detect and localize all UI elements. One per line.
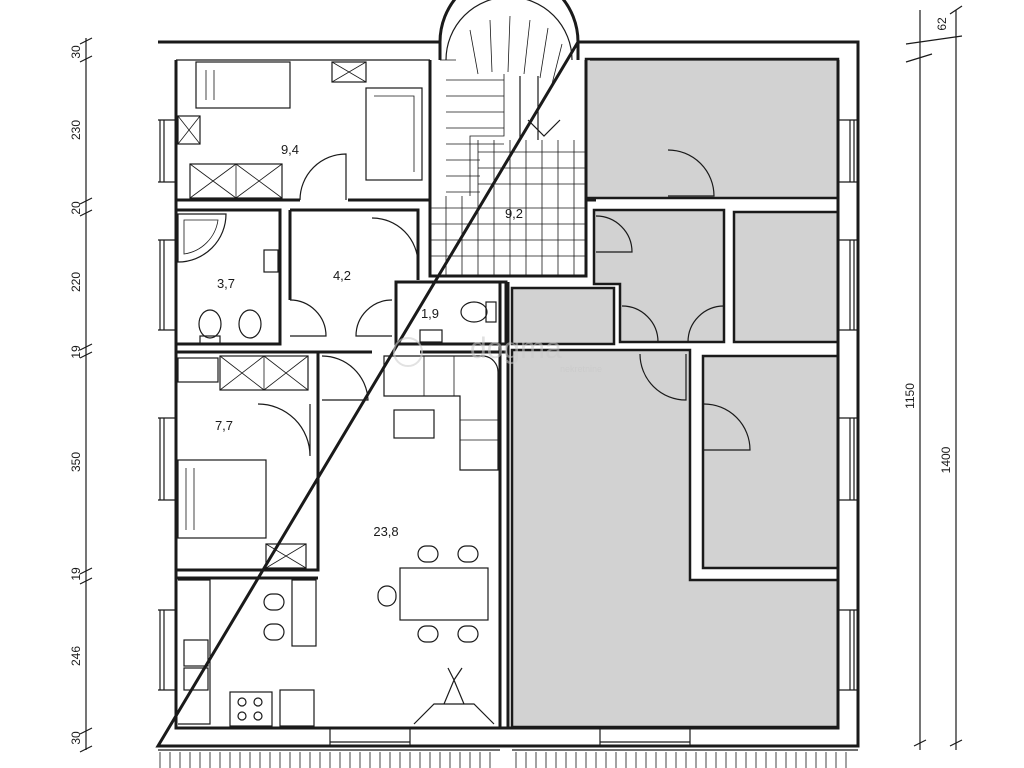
left-dimension-line [79, 37, 93, 753]
dim-left-0: 30 [69, 45, 83, 59]
bedroom-mid-furniture [177, 355, 309, 569]
room-area-stairwell: 9,2 [505, 206, 523, 221]
room-area-living: 23,8 [373, 524, 398, 539]
room-area-bedroom-mid: 7,7 [215, 418, 233, 433]
stair-landing-tiles [430, 140, 586, 276]
stairwell [428, 0, 588, 276]
room-area-bathroom: 3,7 [217, 276, 235, 291]
room-area-hall: 4,2 [333, 268, 351, 283]
kitchen-furniture [178, 579, 317, 727]
dim-left-4: 19 [69, 345, 83, 359]
dim-left-1: 230 [69, 120, 83, 140]
dim-left-3: 220 [69, 272, 83, 292]
doors [257, 149, 751, 457]
windows [158, 119, 858, 746]
watermark: dogma nekretnine [393, 332, 602, 374]
dim-right-top: 62 [935, 17, 949, 31]
living-furniture [377, 355, 499, 725]
dim-right-inner: 1150 [903, 383, 917, 409]
watermark-brand: dogma [470, 332, 562, 365]
dim-left-6: 19 [69, 567, 83, 581]
dim-left-5: 350 [69, 452, 83, 472]
balcony-railings [158, 749, 858, 768]
room-area-bedroom-top: 9,4 [281, 142, 299, 157]
dim-left-2: 20 [69, 201, 83, 215]
room-area-wc: 1,9 [421, 306, 439, 321]
dim-right-outer: 1400 [939, 446, 953, 473]
neighbor-apartment [510, 57, 840, 729]
bathroom-fixtures [177, 213, 279, 345]
watermark-tagline: nekretnine [560, 364, 602, 374]
bedroom-top-furniture [177, 61, 423, 199]
right-dimension-lines [905, 5, 963, 750]
dim-left-7: 246 [69, 646, 83, 666]
wc-fixtures [419, 301, 497, 343]
dim-left-8: 30 [69, 731, 83, 745]
